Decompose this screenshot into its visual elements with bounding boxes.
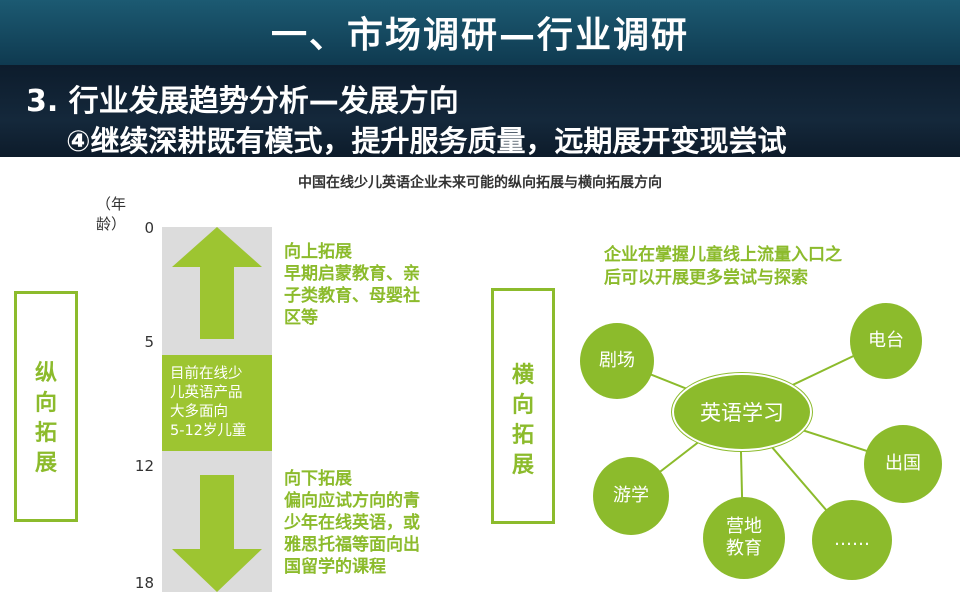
upward-heading: 向上拓展 <box>284 242 352 262</box>
upward-line: 早期启蒙教育、亲 <box>284 264 420 284</box>
downward-extension-text: 向下拓展 偏向应试方向的青 少年在线英语，或 雅思托福等面向出 国留学的课程 <box>284 468 484 578</box>
section-subtitle: 3. 行业发展趋势分析—发展方向 <box>26 84 459 119</box>
vertical-char: 拓 <box>34 421 57 446</box>
age-axis-unit: （年 龄） <box>96 194 136 234</box>
subtitle-band <box>0 65 960 157</box>
current-products-line: 儿英语产品 <box>170 385 243 401</box>
horizontal-char: 展 <box>511 453 534 478</box>
current-products-box: 目前在线少 儿英语产品 大多面向 5-12岁儿童 <box>162 355 272 451</box>
downward-line: 雅思托福等面向出 <box>284 535 420 555</box>
age-tick: 0 <box>144 219 154 237</box>
age-tick: 12 <box>134 457 154 475</box>
node-theater: 剧场 <box>580 323 654 399</box>
vertical-char: 纵 <box>34 361 57 386</box>
extension-arrows <box>172 227 262 592</box>
section-point: ④继续深耕既有模式，提升服务质量，远期展开变现尝试 <box>66 124 787 158</box>
current-products-line: 目前在线少 <box>170 366 243 382</box>
node-radio: 电台 <box>850 303 922 379</box>
header-bar <box>0 0 960 65</box>
note-line: 企业在掌握儿童线上流量入口之 <box>604 245 842 265</box>
vertical-extension-label: 纵 向 拓 展 <box>14 291 78 522</box>
node-study-tour: 游学 <box>593 457 669 535</box>
vertical-char: 展 <box>34 451 57 476</box>
figure-title: 中国在线少儿英语企业未来可能的纵向拓展与横向拓展方向 <box>298 175 662 191</box>
horizontal-note: 企业在掌握儿童线上流量入口之 后可以开展更多尝试与探索 <box>604 244 914 290</box>
downward-line: 少年在线英语，或 <box>284 513 420 533</box>
horizontal-extension-label: 横 向 拓 展 <box>491 288 555 524</box>
axis-unit-line: （年 <box>96 195 127 213</box>
horizontal-char: 拓 <box>511 423 534 448</box>
node-study-abroad: 出国 <box>864 425 942 503</box>
down-arrow <box>172 475 262 592</box>
current-products-line: 5-12岁儿童 <box>170 423 247 439</box>
note-line: 后可以开展更多尝试与探索 <box>604 268 808 288</box>
up-arrow <box>172 227 262 339</box>
node-camp-education: 营地 教育 <box>703 497 785 579</box>
center-node-english: 英语学习 <box>672 373 812 451</box>
downward-line: 偏向应试方向的青 <box>284 491 420 511</box>
horizontal-char: 横 <box>511 363 534 388</box>
age-tick: 18 <box>134 574 154 592</box>
upward-line: 子类教育、母婴社 <box>284 286 420 306</box>
node-camp-text: 营地 教育 <box>726 516 762 559</box>
node-more: …… <box>812 500 892 580</box>
current-products-line: 大多面向 <box>170 404 228 420</box>
downward-heading: 向下拓展 <box>284 469 352 489</box>
axis-unit-line: 龄） <box>96 215 127 233</box>
upward-extension-text: 向上拓展 早期启蒙教育、亲 子类教育、母婴社 区等 <box>284 241 464 329</box>
age-tick: 5 <box>144 333 154 351</box>
downward-line: 国留学的课程 <box>284 557 386 577</box>
page-title: 一、市场调研—行业调研 <box>270 15 689 56</box>
upward-line: 区等 <box>284 308 318 328</box>
vertical-char: 向 <box>34 391 57 416</box>
horizontal-char: 向 <box>511 393 534 418</box>
